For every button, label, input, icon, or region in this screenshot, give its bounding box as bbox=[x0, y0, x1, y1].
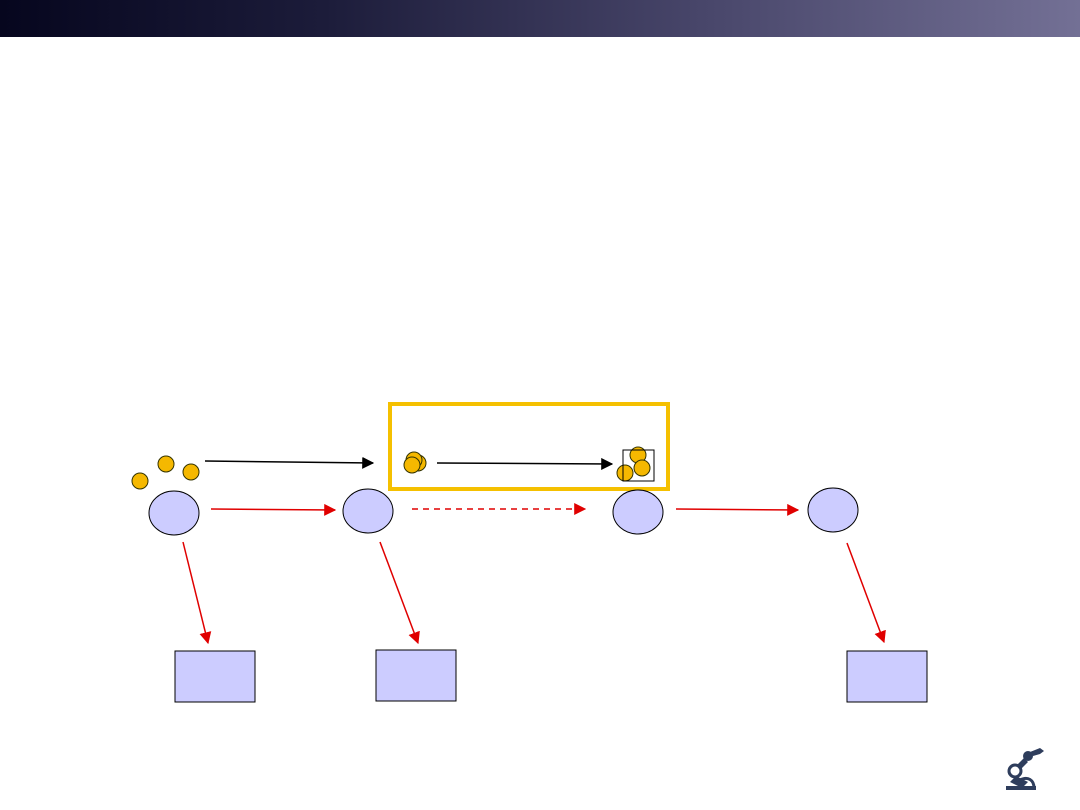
particle bbox=[633, 459, 651, 477]
red-arrow-node1-box1 bbox=[182, 541, 212, 645]
red-arrow-node4-box3 bbox=[846, 542, 886, 644]
black-arrow-1 bbox=[204, 456, 375, 469]
node-2 bbox=[342, 488, 394, 534]
particle bbox=[131, 472, 149, 490]
robot-arm-logo-icon bbox=[1006, 748, 1044, 790]
title-bar bbox=[0, 0, 1080, 37]
particle bbox=[182, 463, 200, 481]
particle-group-left bbox=[131, 455, 200, 490]
highlight-box bbox=[388, 402, 670, 491]
red-arrow-3-4 bbox=[675, 503, 800, 516]
particle-group-merged bbox=[403, 451, 427, 474]
particle-group-boxed bbox=[616, 446, 655, 482]
output-box-2 bbox=[375, 649, 457, 702]
particle bbox=[616, 464, 634, 482]
black-arrow-2 bbox=[436, 457, 614, 470]
output-box-3 bbox=[846, 650, 928, 703]
particle bbox=[403, 456, 421, 474]
bounding-square bbox=[622, 449, 655, 482]
node-4 bbox=[807, 487, 859, 533]
particle bbox=[157, 455, 175, 473]
red-arrow-1-2 bbox=[210, 503, 337, 516]
node-1 bbox=[148, 490, 200, 536]
node-3 bbox=[612, 489, 664, 535]
red-arrow-node2-box2 bbox=[379, 541, 420, 645]
output-box-1 bbox=[174, 650, 256, 703]
